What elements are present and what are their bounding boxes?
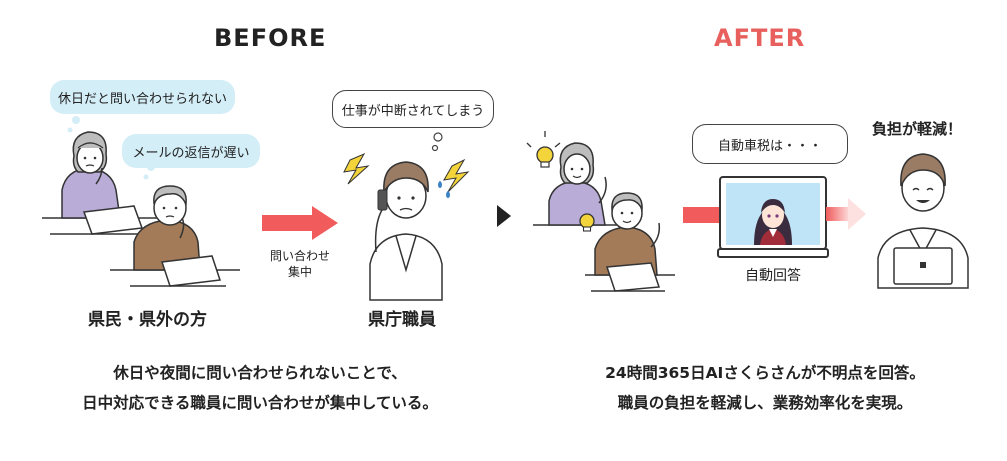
arrow-label-line2: 集中 [287,265,312,279]
lightbulb-icon [526,131,561,168]
lightning-icon [443,158,470,193]
arrow-label-line1: 問い合わせ [269,249,330,263]
staff-label: 県庁職員 [368,310,436,330]
before-caption-line1: 休日や夜間に問い合わせられないことで、 [113,364,407,382]
lightning-icon [343,152,370,185]
residents-with-ideas-illustration [526,131,675,292]
bubble-work-interrupted: 仕事が中断されてしまう [332,90,494,128]
before-caption-line2: 日中対応できる職員に問い合わせが集中している。 [82,394,438,412]
inquiry-concentration-arrow [262,206,338,240]
transition-arrow-icon [497,205,511,227]
bubble-email-slow: メールの返信が遅い [122,134,260,168]
before-heading: BEFORE [214,24,327,52]
relieved-staff-illustration [877,153,969,289]
after-caption-line1: 24時間365日AIさくらさんが不明点を回答。 [605,364,925,382]
ai-sakura-monitor [717,176,829,258]
residents-label: 県民・県外の方 [88,310,207,330]
after-heading: AFTER [714,24,806,52]
ai-sakura-avatar [754,199,792,245]
before-caption: 休日や夜間に問い合わせられないことで、 日中対応できる職員に問い合わせが集中して… [40,358,480,418]
arrow-label: 問い合わせ 集中 [262,248,338,280]
bubble-tail [431,132,443,152]
lightbulb-icon [579,213,595,232]
to-ai-arrow [683,207,723,223]
stressed-staff-illustration [343,152,470,301]
after-caption: 24時間365日AIさくらさんが不明点を回答。 職員の負担を軽減し、業務効率化を… [545,358,985,418]
to-staff-arrow [826,198,866,230]
auto-answer-label: 自動回答 [745,268,801,284]
residents-illustration [42,116,240,287]
bubble-holiday-inquiry: 休日だと問い合わせられない [50,80,235,114]
after-caption-line2: 職員の負担を軽減し、業務効率化を実現。 [617,394,913,412]
relief-label: 負担が軽減！ [872,120,963,138]
bubble-car-tax-question: 自動車税は・・・ [692,124,848,164]
